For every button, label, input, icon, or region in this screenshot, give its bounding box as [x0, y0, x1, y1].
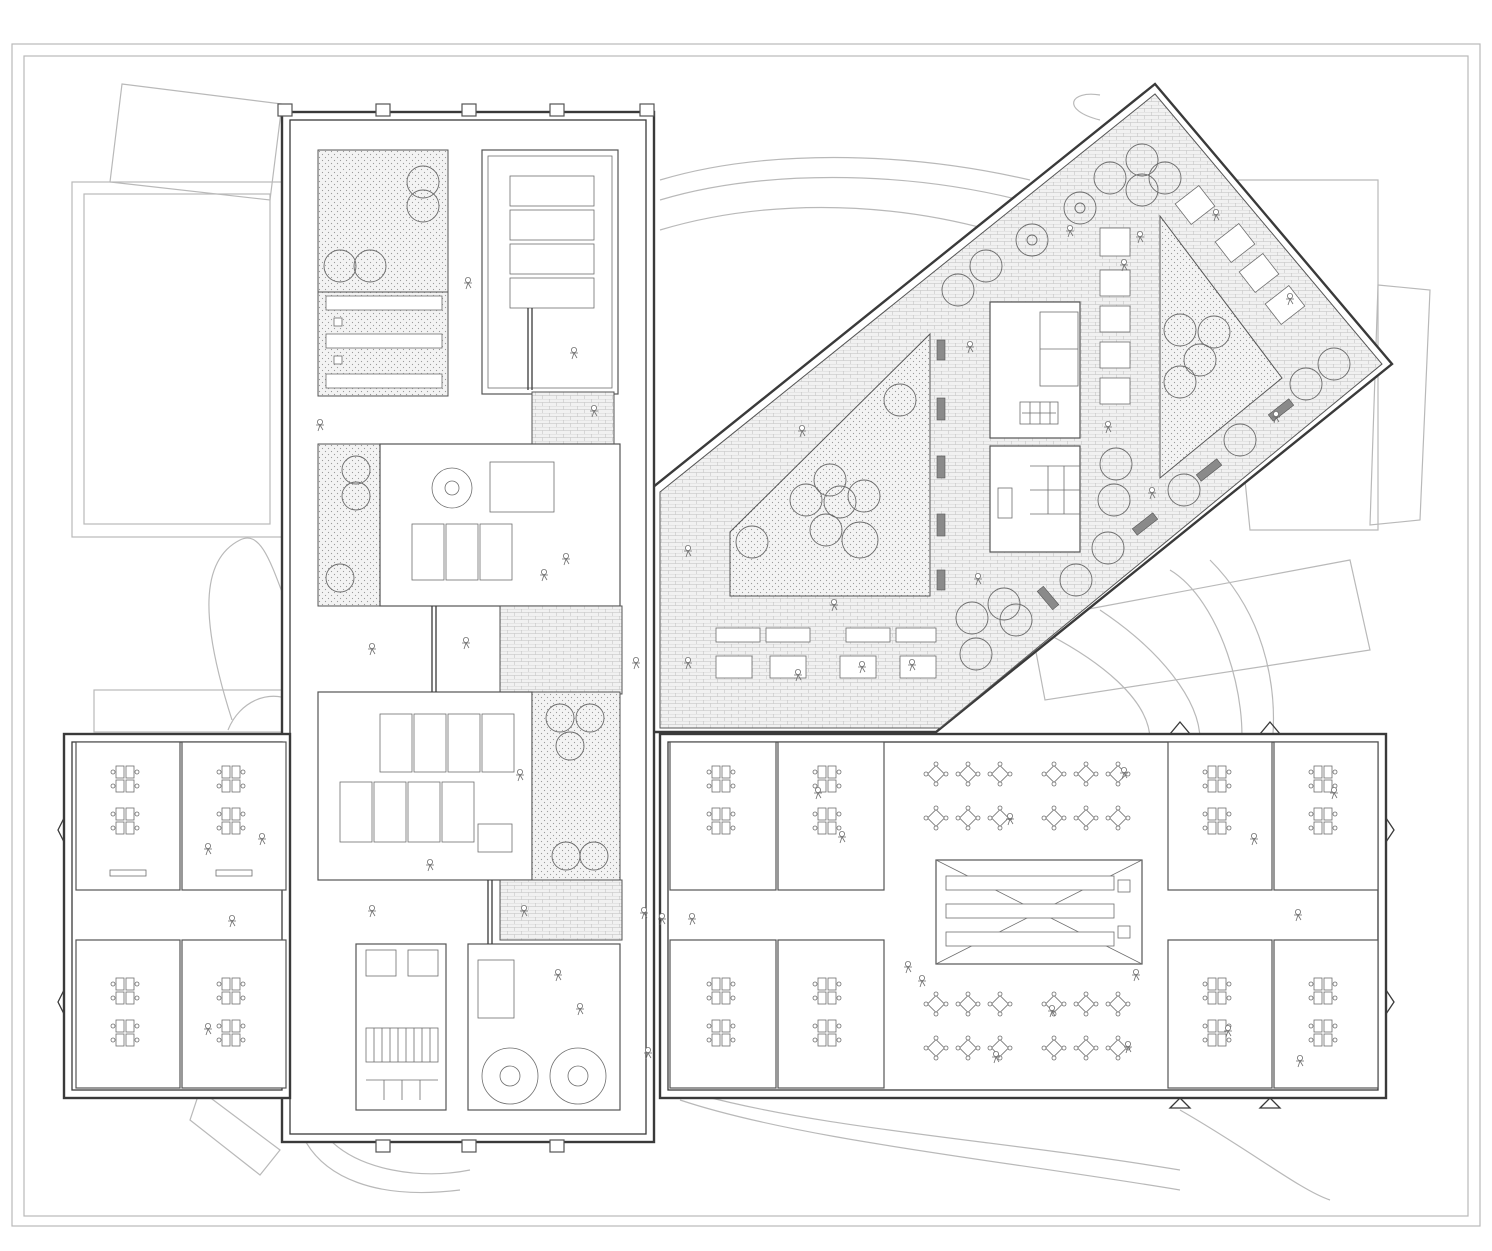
west-office-2: [181, 741, 287, 891]
site-outer-frame: [11, 43, 1481, 1227]
east-office-4: [777, 939, 885, 1089]
courtyard-trees: [735, 143, 1351, 671]
east-wing: [658, 720, 1395, 1109]
courtyard-lounge-seating: [1174, 184, 1306, 326]
west-office-3: [75, 939, 181, 1089]
east-office-2: [777, 741, 885, 891]
central-block: [277, 103, 656, 1153]
east-office-3: [669, 939, 777, 1089]
servery: [935, 859, 1143, 965]
site-inner-frame: [23, 55, 1469, 1217]
courtyard-planting-left: [729, 332, 931, 597]
west-office-1: [75, 741, 181, 891]
courtyard-planting-right: [1159, 214, 1283, 480]
courtyard-benches: [936, 339, 1295, 611]
east-office-5: [1167, 741, 1273, 891]
east-office-8: [1273, 939, 1379, 1089]
east-office-1: [669, 741, 777, 891]
west-office-4: [181, 939, 287, 1089]
tank-yard-mid: [317, 443, 381, 607]
east-office-7: [1167, 939, 1273, 1089]
courtyard-cafe-tables: [1099, 227, 1131, 405]
west-wing: [57, 732, 292, 1100]
east-office-6: [1273, 741, 1379, 891]
